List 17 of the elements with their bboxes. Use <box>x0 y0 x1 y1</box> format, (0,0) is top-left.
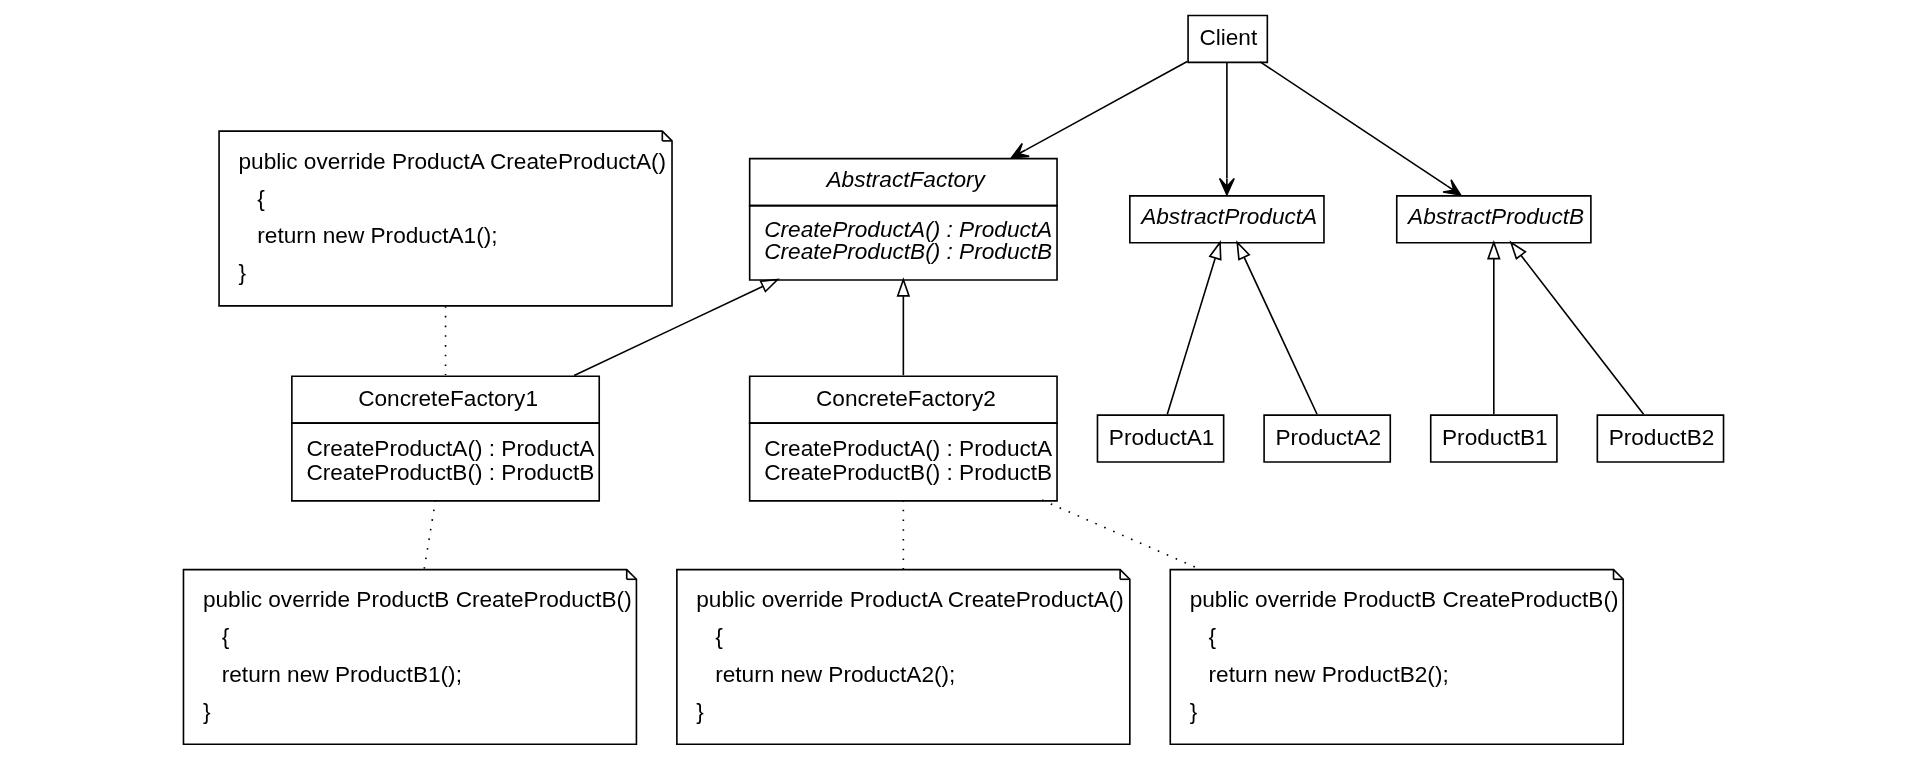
node-box: ProductB1 <box>1429 414 1558 463</box>
arrow <box>1509 240 1645 416</box>
connector <box>423 499 437 571</box>
arrow <box>1166 240 1222 416</box>
node-box: ProductA2 <box>1263 414 1392 463</box>
node-box: ProductA1 <box>1096 414 1225 463</box>
arrow <box>573 278 780 377</box>
node-box: AbstractProductA <box>1129 195 1325 244</box>
arrow <box>1010 60 1189 159</box>
node-box: Client <box>1187 14 1269 64</box>
node-box: AbstractProductB <box>1395 195 1592 244</box>
arrow <box>896 277 911 377</box>
node-box: ProductB2 <box>1596 414 1725 463</box>
arrow <box>1259 61 1462 196</box>
arrow <box>1236 240 1318 416</box>
arrow <box>1487 240 1501 416</box>
arrow <box>1218 61 1235 196</box>
